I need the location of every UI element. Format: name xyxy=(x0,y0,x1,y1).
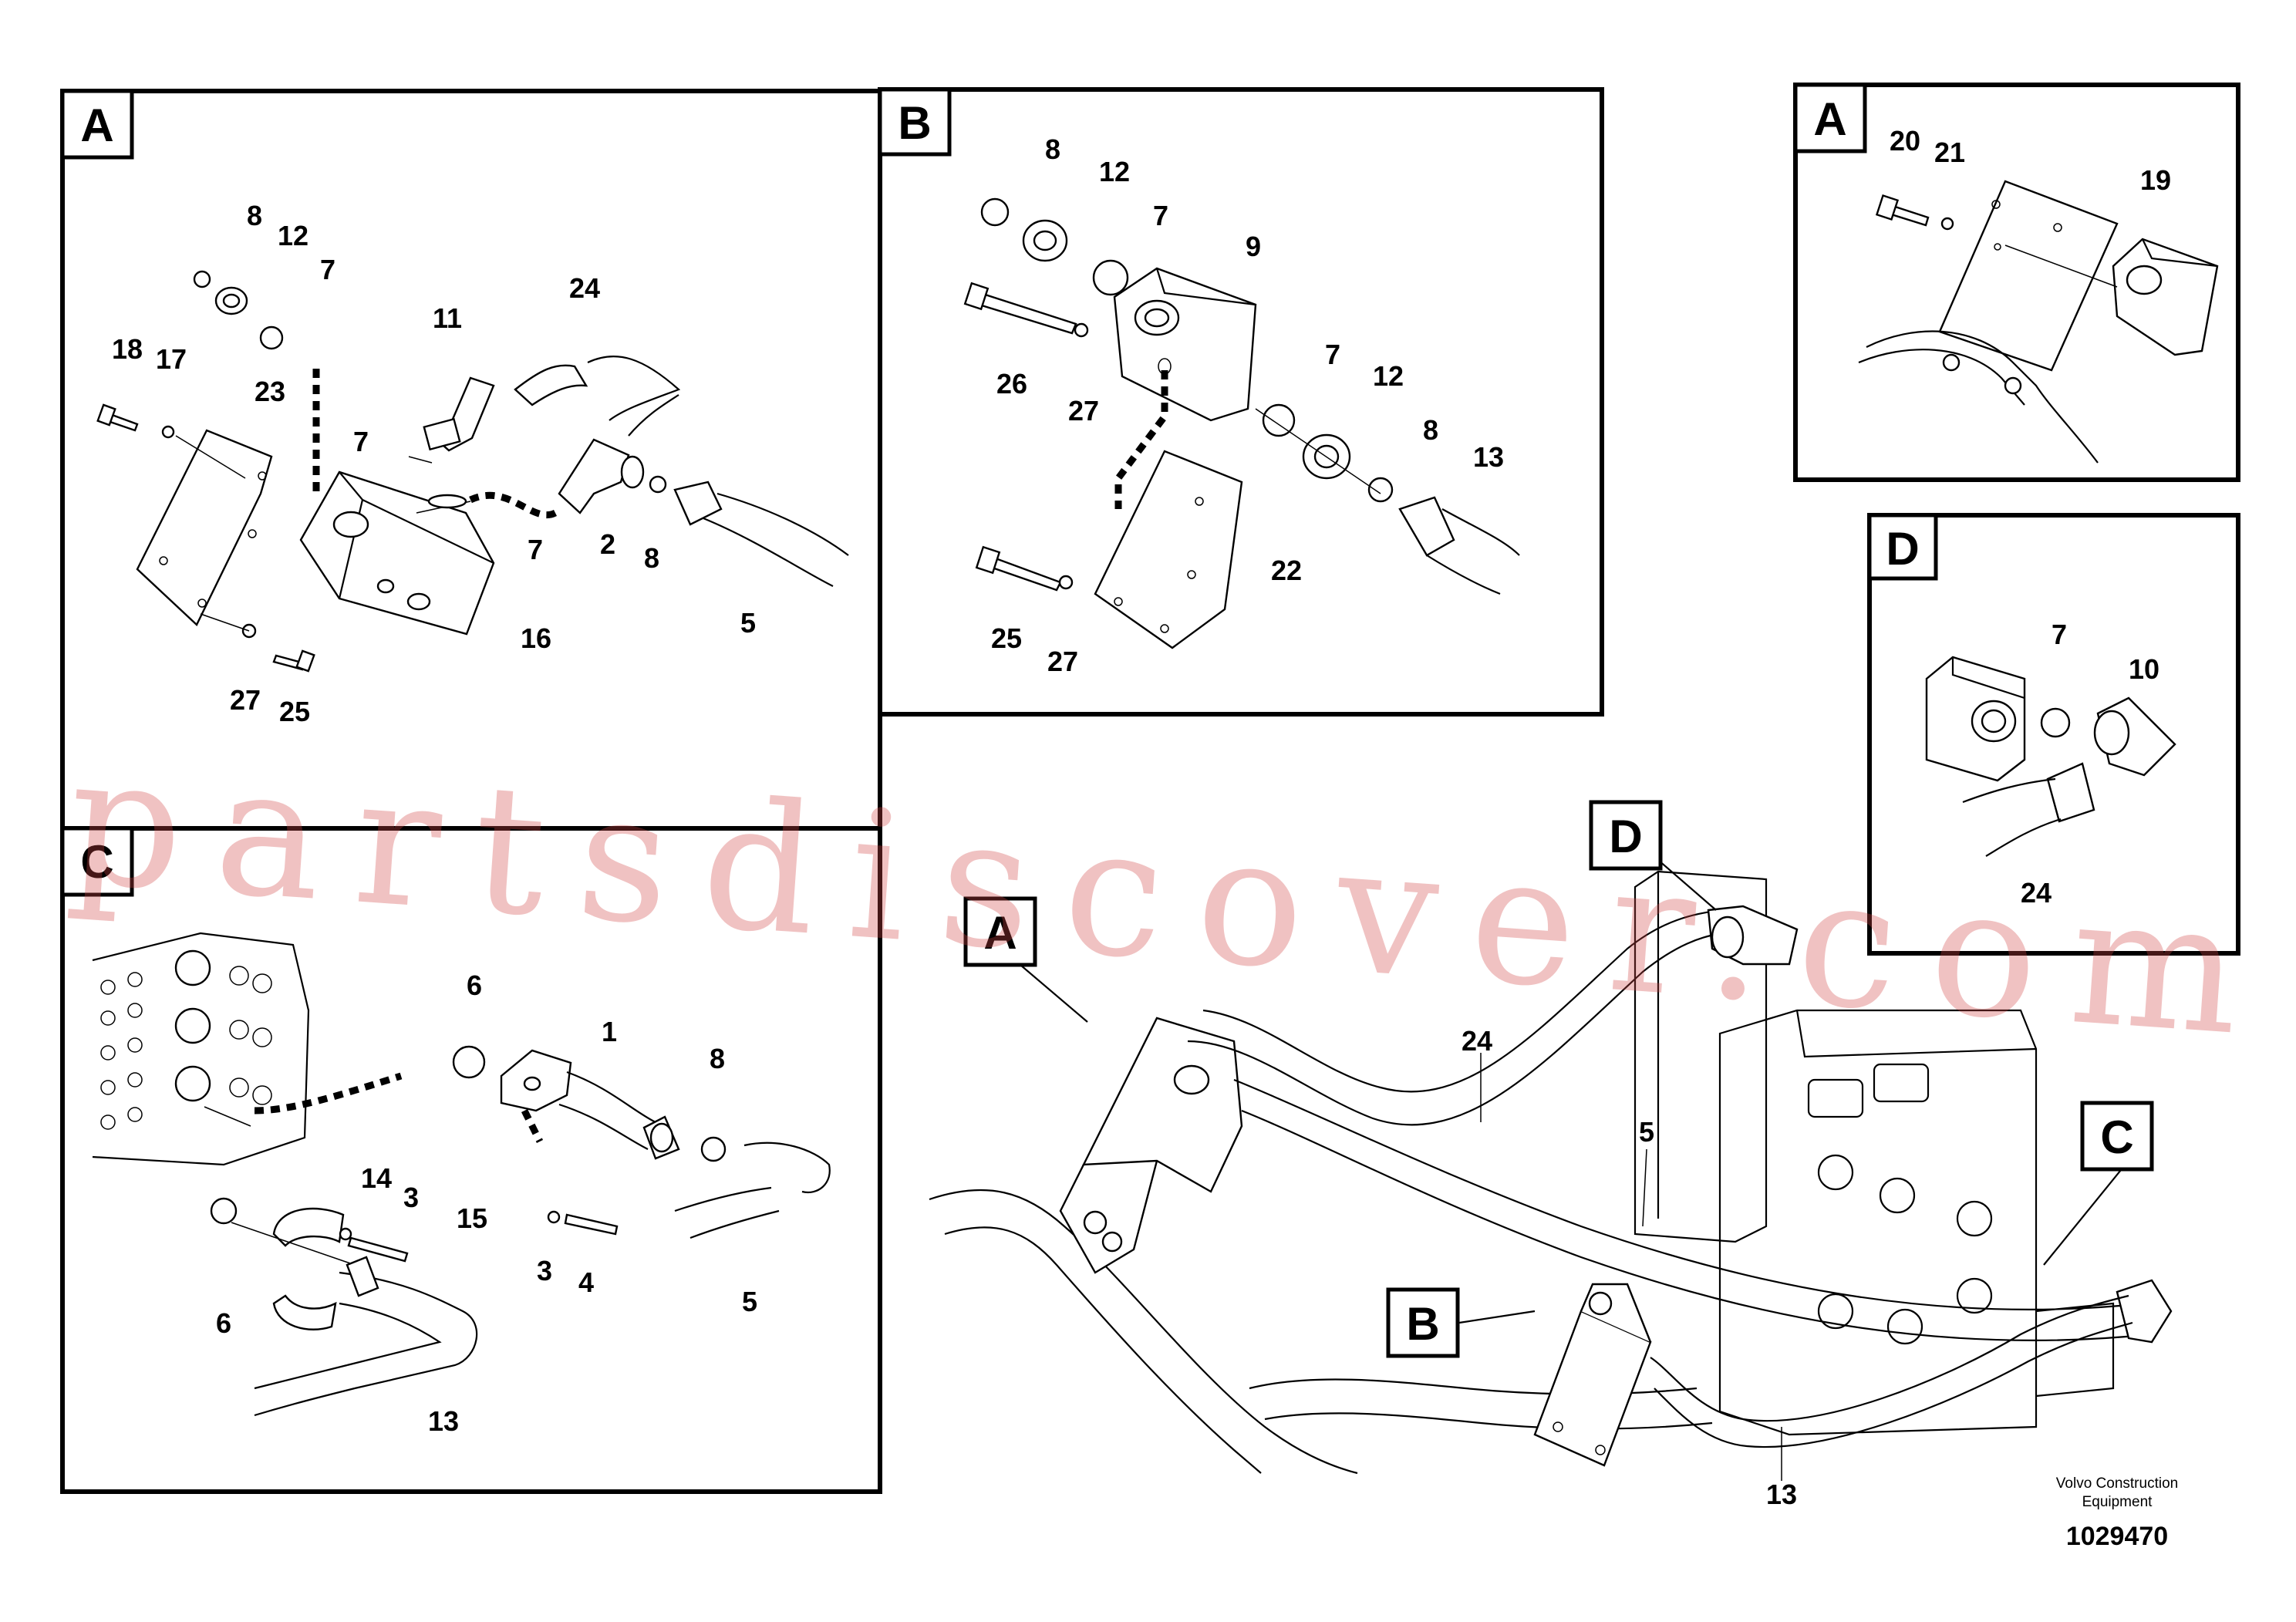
callout-5: 5 xyxy=(742,1286,757,1317)
panel-a-main: A xyxy=(60,89,882,831)
panel-c-tag: C xyxy=(80,836,113,888)
callout-7: 7 xyxy=(320,254,335,285)
callout-25: 25 xyxy=(991,622,1022,654)
panel-b-tag: B xyxy=(898,97,931,149)
callout-12b: 12 xyxy=(1373,360,1404,392)
callout-25: 25 xyxy=(279,696,310,727)
callout-27: 27 xyxy=(1068,395,1099,427)
callout-19: 19 xyxy=(2140,164,2171,196)
drawing-number: 1029470 xyxy=(2066,1522,2168,1551)
callout-7c: 7 xyxy=(528,534,543,565)
callout-14: 14 xyxy=(361,1162,392,1194)
callout-17: 17 xyxy=(156,343,187,375)
overview-tag-a: A xyxy=(983,907,1017,959)
company-line-1: Volvo Construction xyxy=(2056,1475,2178,1492)
panel-a-small: A 20 21 19 xyxy=(1793,83,2240,482)
title-block: Volvo Construction Equipment 1029470 xyxy=(2056,1475,2178,1551)
callout-27b: 27 xyxy=(1047,646,1078,677)
callout-24: 24 xyxy=(569,272,600,304)
callout-7: 7 xyxy=(1153,200,1168,231)
callout-3b: 3 xyxy=(537,1255,552,1286)
callout-5: 5 xyxy=(1639,1116,1654,1148)
callout-7: 7 xyxy=(2052,619,2067,650)
callout-11: 11 xyxy=(433,302,462,334)
company-line-2: Equipment xyxy=(2082,1494,2153,1510)
callout-27: 27 xyxy=(230,684,261,716)
panel-b: B 8 12 7 xyxy=(878,87,1604,717)
callout-20: 20 xyxy=(1890,125,1920,157)
callout-5: 5 xyxy=(740,607,756,639)
panel-d: D 7 10 24 xyxy=(1867,513,2240,956)
callout-12: 12 xyxy=(1099,156,1130,187)
callout-6: 6 xyxy=(467,969,482,1001)
callout-24: 24 xyxy=(1462,1025,1492,1057)
callout-1: 1 xyxy=(602,1016,617,1047)
overview-tag-c: C xyxy=(2100,1111,2133,1163)
callout-7b: 7 xyxy=(1325,339,1340,370)
callout-8b: 8 xyxy=(1423,414,1438,446)
callout-3: 3 xyxy=(403,1182,419,1213)
callout-15: 15 xyxy=(457,1202,487,1234)
callout-8: 8 xyxy=(247,200,262,231)
callout-2: 2 xyxy=(600,528,615,560)
callout-21: 21 xyxy=(1934,137,1965,168)
overview-tag-d: D xyxy=(1609,811,1642,862)
callout-22: 22 xyxy=(1271,555,1302,586)
callout-8: 8 xyxy=(710,1043,725,1074)
panel-a-main-tag: A xyxy=(80,99,113,151)
panel-c: C xyxy=(60,826,882,1494)
overview-tag-b: B xyxy=(1406,1298,1439,1350)
callout-13: 13 xyxy=(428,1405,459,1437)
callout-8: 8 xyxy=(1045,133,1060,165)
callout-6b: 6 xyxy=(216,1307,231,1339)
callout-18: 18 xyxy=(112,333,143,365)
callout-13: 13 xyxy=(1766,1479,1797,1510)
callout-24: 24 xyxy=(2021,877,2052,909)
callout-26: 26 xyxy=(996,368,1027,400)
callout-8b: 8 xyxy=(644,542,659,574)
callout-23: 23 xyxy=(255,376,285,407)
overview-assembly: D A C B 24 5 13 xyxy=(929,800,2173,1510)
callout-7b: 7 xyxy=(353,426,369,457)
panel-d-tag: D xyxy=(1886,523,1919,575)
panel-a-small-tag: A xyxy=(1813,93,1846,145)
callout-10: 10 xyxy=(2129,653,2159,685)
callout-9: 9 xyxy=(1246,231,1261,262)
callout-12: 12 xyxy=(278,220,308,251)
callout-16: 16 xyxy=(521,622,551,654)
callout-13: 13 xyxy=(1473,441,1504,473)
callout-4: 4 xyxy=(578,1266,594,1298)
